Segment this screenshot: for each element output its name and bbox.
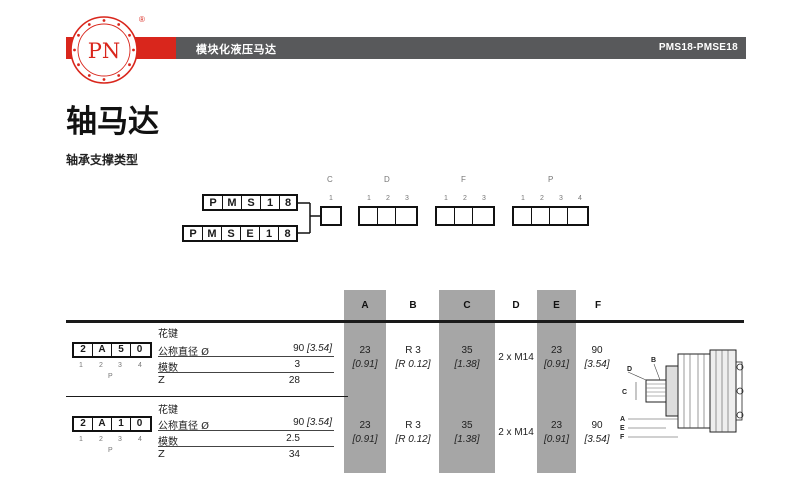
column-header-a: A [361, 300, 369, 311]
column-header-b: B [409, 300, 417, 311]
shaft-motor-drawing: D B C A E F [620, 349, 744, 441]
row-divider [66, 396, 348, 397]
row1-param-value: 90 [3.54] [293, 343, 332, 354]
group-label-d: D [384, 175, 390, 184]
row2-cell-a: 23[0.91] [352, 420, 378, 445]
slot-group-f [435, 206, 495, 226]
slot-group-c [320, 206, 342, 226]
row2-spline-label: 花键 [158, 405, 178, 416]
row1-cell-d: 2 x M14 [498, 352, 534, 363]
slot-group-p [512, 206, 589, 226]
group-label-c: C [327, 175, 333, 184]
svg-text:C: C [622, 389, 627, 396]
row1-spline-label: 花键 [158, 329, 178, 340]
svg-text:E: E [620, 425, 625, 432]
column-header-c: C [463, 300, 471, 311]
row1-cell-e: 23[0.91] [543, 345, 570, 370]
column-header-f: F [594, 300, 602, 311]
row1-cell-c: 35[1.38] [454, 345, 480, 370]
row2-param-value: 2.5 [286, 433, 300, 444]
row1-param-label: Z [158, 375, 165, 386]
row2-param-value: 34 [288, 449, 300, 460]
row2-param-label: 公称直径 Ø [158, 421, 210, 432]
row1-param-label: 公称直径 Ø [158, 347, 210, 358]
row1-param-value: 28 [288, 375, 300, 386]
page-subtitle: 轴承支撑类型 [66, 153, 139, 167]
row1-cell-a: 23[0.91] [352, 345, 378, 370]
page-title: 轴马达 [66, 104, 159, 140]
row2-cell-d: 2 x M14 [498, 427, 534, 438]
row2-param-label: Z [158, 449, 165, 460]
row2-cell-b: R 3[R 0.12] [395, 420, 431, 445]
header-grey-bar [176, 37, 746, 59]
svg-text:A: A [620, 416, 625, 423]
row1-param-label: 模数 [158, 363, 178, 374]
group-label-p: P [548, 175, 554, 184]
row2-cell-c: 35[1.38] [454, 420, 480, 445]
svg-text:®: ® [139, 15, 145, 24]
pn-logo: PN ® [70, 15, 145, 84]
svg-text:D: D [627, 366, 632, 373]
header-title: 模块化液压马达 [196, 44, 277, 56]
code-connector-lines [298, 202, 320, 234]
column-header-e: E [553, 300, 560, 311]
header-model-code: PMS18-PMSE18 [658, 42, 738, 53]
slot-group-d [358, 206, 418, 226]
group-label-f: F [461, 175, 466, 184]
row1-cell-b: R 3[R 0.12] [395, 345, 431, 370]
logo-text: PN [88, 39, 121, 63]
svg-text:F: F [620, 434, 625, 441]
table-top-rule [66, 320, 744, 323]
row2-cell-f: 90[3.54] [584, 420, 610, 445]
column-header-d: D [512, 300, 520, 311]
row2-param-value: 90 [3.54] [293, 417, 332, 428]
row1-param-value: 3 [294, 359, 300, 370]
row2-param-label: 模数 [158, 437, 178, 448]
row2-cell-e: 23[0.91] [543, 420, 570, 445]
row1-cell-f: 90[3.54] [584, 345, 610, 370]
svg-text:B: B [651, 357, 656, 364]
